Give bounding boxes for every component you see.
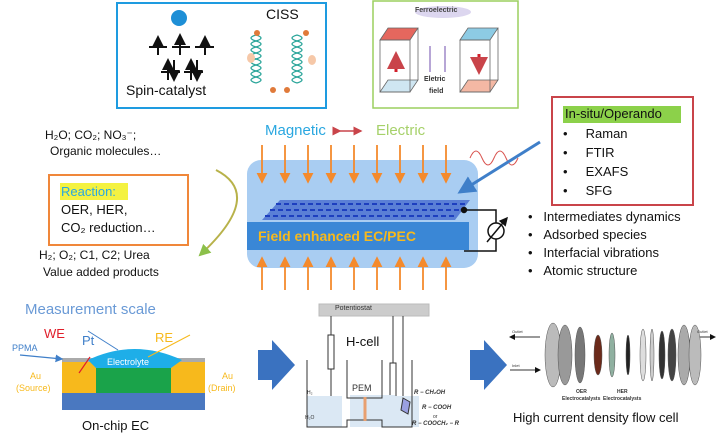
ammeter-icon — [460, 206, 508, 252]
reaction-line-1: OER, HER, — [61, 202, 128, 217]
au-source-label-2: (Source) — [16, 383, 51, 393]
flow-cell-caption: High current density flow cell — [513, 410, 679, 425]
electrolyte-label: Electrolyte — [107, 357, 150, 367]
ferro-cell-up-icon — [379, 27, 419, 93]
oer-label-1: OER — [576, 389, 587, 395]
products-line-1: H₂; O₂; C1, C2; Urea — [39, 248, 150, 262]
spin-orbital-icon — [149, 33, 214, 82]
insitu-item: • Raman — [563, 126, 628, 141]
probe-beam-arrow — [457, 140, 541, 194]
insights-list: • Intermediates dynamics • Adsorbed spec… — [528, 208, 681, 280]
flow-cell-stack-icon — [544, 322, 702, 388]
flow-cell-plate — [688, 324, 702, 386]
insight-item: • Intermediates dynamics — [528, 209, 681, 224]
oer-label-2: Electrocatalysts — [562, 396, 601, 402]
pem-label: PEM — [352, 383, 372, 393]
potentiostat-label: Potentiostat — [335, 305, 372, 312]
ciss-helix-icon — [250, 34, 303, 84]
au-drain-label-1: Au — [222, 371, 234, 381]
her-label-1: HER — [617, 389, 628, 395]
insight-item: • Atomic structure — [528, 263, 638, 278]
her-label-2: Electrocatalysts — [603, 396, 642, 402]
flow-cell-plate — [574, 326, 586, 384]
h-cell-title: H-cell — [346, 334, 380, 349]
ferroelectric-title: Ferroelectric — [415, 7, 458, 14]
flow-cell-plate — [667, 328, 677, 382]
product-3-label: R − COOCH₂ − R — [412, 421, 459, 427]
reaction-line-2: CO₂ reduction… — [61, 220, 156, 235]
flow-cell-plate — [677, 324, 691, 386]
field-label: field — [429, 88, 444, 95]
magnetic-label: Magnetic — [265, 122, 326, 139]
eletric-label: Eletric — [424, 76, 446, 83]
insitu-item: • SFG — [563, 183, 613, 198]
insitu-list: • Raman • FTIR • EXAFS • SFG — [563, 124, 628, 200]
outlet-right-label: Outlet — [697, 329, 708, 334]
insitu-item: • EXAFS — [563, 164, 629, 179]
inlet-label: Inlet — [512, 363, 520, 368]
light-wave-icon — [469, 150, 519, 166]
or-label: or — [433, 414, 438, 420]
electrode-bar — [247, 222, 469, 250]
au-drain-label-2: (Drain) — [208, 383, 236, 393]
flow-cell-plate — [639, 328, 647, 382]
insight-item: • Interfacial vibrations — [528, 245, 660, 260]
h-cell-icon — [306, 303, 430, 428]
field-enhanced-label: Field enhanced EC/PEC — [258, 228, 416, 244]
catalyst-lattice-icon — [262, 200, 470, 220]
flow-cell-plate — [625, 334, 631, 376]
flow-cell-plate — [557, 324, 573, 386]
flow-cell-plate — [658, 330, 666, 380]
field-arrows — [256, 145, 452, 290]
reaction-flow-arrow — [198, 169, 239, 257]
h2-label: H₂ — [307, 390, 313, 396]
outlet-left-label: Outlet — [512, 329, 523, 334]
spin-catalyst-label: Spin-catalyst — [126, 82, 207, 98]
spin-box-border — [116, 2, 327, 109]
reactants-line-1: H₂O; CO₂; NO₃⁻; — [45, 128, 137, 142]
insight-item: • Adsorbed species — [528, 227, 647, 242]
products-line-2: Value added products — [43, 265, 159, 279]
product-2-label: R − COOH — [422, 405, 452, 411]
flow-cell-plate — [593, 334, 603, 376]
insitu-item: • FTIR — [563, 145, 615, 160]
product-1-label: R − CH₂OH — [414, 390, 446, 396]
scale-up-arrow-2 — [470, 340, 507, 390]
insitu-title: In-situ/Operando — [565, 106, 662, 121]
measurement-scale-title: Measurement scale — [25, 301, 156, 318]
h2o-label: H₂O — [305, 415, 315, 421]
reaction-title: Reaction: — [61, 184, 116, 199]
on-chip-caption: On-chip EC — [82, 418, 150, 433]
we-label: WE — [44, 326, 65, 341]
ferro-cell-down-icon — [459, 27, 499, 93]
pt-label: Pt — [82, 333, 95, 348]
reactants-line-2: Organic molecules… — [50, 144, 162, 158]
ppma-label: PPMA — [12, 343, 38, 353]
flow-cell-plate — [608, 332, 616, 378]
on-chip-device-icon — [62, 349, 205, 410]
flow-cell-plate — [649, 328, 655, 382]
ciss-label: CISS — [266, 6, 299, 22]
re-label: RE — [155, 330, 174, 345]
spin-ball-icon — [171, 10, 187, 26]
scale-up-arrow-1 — [258, 340, 295, 390]
electric-label: Electric — [376, 122, 426, 139]
au-source-label-1: Au — [30, 371, 42, 381]
